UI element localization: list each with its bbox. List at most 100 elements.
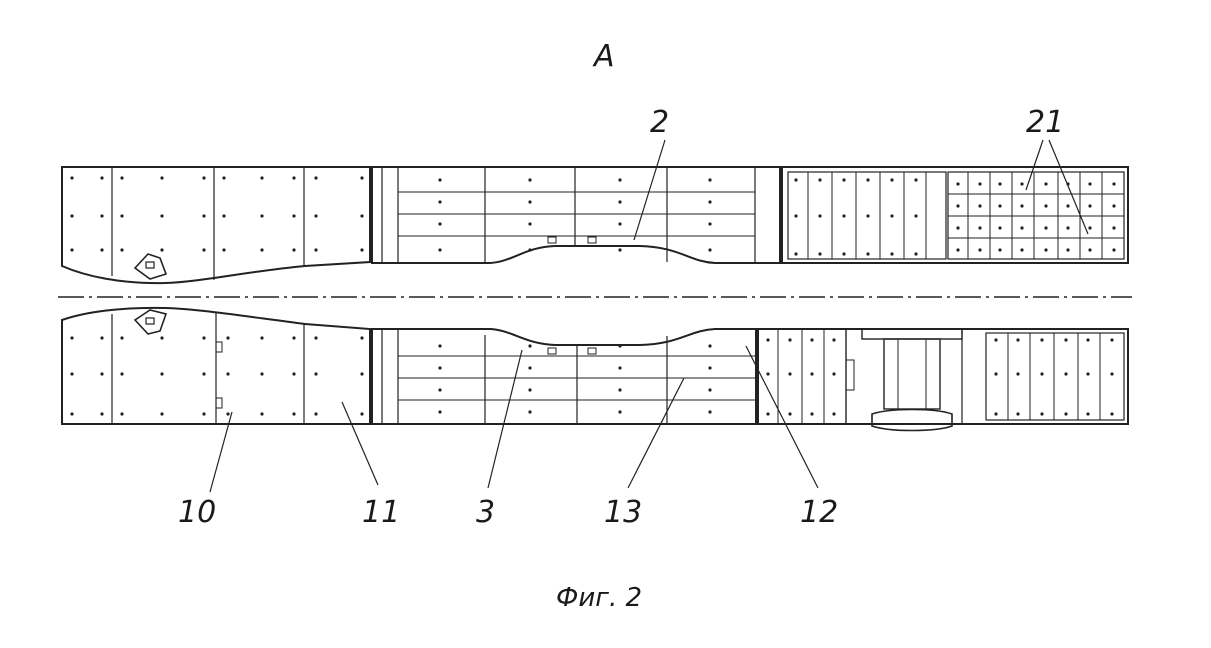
rivet-dot	[978, 226, 982, 230]
rivet-dot	[766, 338, 770, 342]
rivet-dot	[226, 412, 230, 416]
rivet-dot	[794, 178, 798, 182]
rivet-dot	[818, 178, 822, 182]
rivet-dot	[70, 412, 74, 416]
rivet-dot	[1088, 204, 1092, 208]
rivet-dot	[618, 410, 622, 414]
rivet-dot	[438, 222, 442, 226]
rivet-dot	[528, 366, 532, 370]
rivet-dot	[994, 338, 998, 342]
rivet-dot	[120, 214, 124, 218]
rivet-dot	[70, 248, 74, 252]
rivet-dot	[314, 336, 318, 340]
top-bracket	[547, 236, 557, 244]
rivet-dot	[998, 204, 1002, 208]
bogie-base	[871, 408, 953, 432]
bottom-right-section	[757, 328, 1129, 425]
callout-10: 10	[178, 495, 216, 530]
rivet-dot	[314, 176, 318, 180]
rivet-dot	[998, 248, 1002, 252]
bogie-top-plate	[861, 328, 963, 340]
top-middle-section	[371, 166, 781, 264]
rivet-dot	[1112, 182, 1116, 186]
rivet-dot	[1110, 412, 1114, 416]
rivet-dot	[292, 248, 296, 252]
rivet-dot	[70, 372, 74, 376]
rivet-dot	[794, 252, 798, 256]
rivet-dot	[438, 388, 442, 392]
rivet-dot	[160, 176, 164, 180]
rivet-dot	[1110, 372, 1114, 376]
rivet-dot	[618, 344, 622, 348]
rivet-dot	[1110, 338, 1114, 342]
rivet-dot	[708, 248, 712, 252]
rivet-dot	[438, 366, 442, 370]
top-end-section	[61, 166, 371, 285]
rivet-dot	[788, 412, 792, 416]
rivet-dot	[292, 214, 296, 218]
rivet-dot	[314, 372, 318, 376]
rivet-dot	[528, 178, 532, 182]
callout-11: 11	[362, 495, 400, 530]
rivet-dot	[528, 344, 532, 348]
rivet-dot	[1066, 204, 1070, 208]
bottom-body	[61, 306, 1129, 432]
leader-line-12	[745, 345, 819, 489]
bottom-panel-group	[985, 332, 1125, 421]
rivet-dot	[202, 336, 206, 340]
rivet-dot	[1088, 226, 1092, 230]
rivet-dots	[70, 176, 1116, 416]
rivet-dot	[1112, 248, 1116, 252]
leader-line-21b	[1048, 139, 1089, 235]
rivet-dot	[914, 252, 918, 256]
rivet-dot	[1066, 248, 1070, 252]
top-body	[61, 166, 1129, 285]
rivet-dot	[314, 214, 318, 218]
callout-12: 12	[800, 495, 838, 530]
rivet-dot	[956, 226, 960, 230]
rivet-dot	[1040, 412, 1044, 416]
bottom-hitch-slot	[145, 317, 155, 325]
rivet-dot	[890, 252, 894, 256]
leader-line-11	[341, 401, 379, 486]
rivet-dot	[260, 412, 264, 416]
top-right-section	[781, 166, 1129, 264]
rivet-dot	[1040, 372, 1044, 376]
leader-line-10	[209, 411, 233, 493]
rivet-dot	[226, 336, 230, 340]
rivet-dot	[120, 248, 124, 252]
rivet-dot	[832, 372, 836, 376]
rivet-dot	[766, 412, 770, 416]
rivet-dot	[1088, 182, 1092, 186]
rivet-dot	[708, 200, 712, 204]
rivet-dot	[100, 412, 104, 416]
rivet-dot	[998, 226, 1002, 230]
rivet-dot	[202, 176, 206, 180]
rivet-dot	[260, 372, 264, 376]
rivet-dot	[914, 178, 918, 182]
rivet-dot	[890, 214, 894, 218]
rivet-dot	[708, 344, 712, 348]
rivet-dot	[1020, 204, 1024, 208]
rivet-dot	[314, 248, 318, 252]
rivet-dot	[1088, 248, 1092, 252]
rivet-dot	[70, 176, 74, 180]
rivet-dot	[202, 248, 206, 252]
rivet-dot	[222, 214, 226, 218]
leader-lines	[209, 139, 1089, 493]
rivet-dot	[810, 372, 814, 376]
rivet-dot	[260, 214, 264, 218]
rivet-dot	[438, 344, 442, 348]
rivet-dot	[202, 412, 206, 416]
rivet-dot	[708, 222, 712, 226]
rivet-dot	[70, 336, 74, 340]
rivet-dot	[866, 252, 870, 256]
rivet-dot	[100, 176, 104, 180]
rivet-dot	[956, 182, 960, 186]
rivet-dot	[890, 178, 894, 182]
rivet-dot	[1016, 338, 1020, 342]
rivet-dot	[842, 178, 846, 182]
rivet-dot	[998, 182, 1002, 186]
rivet-dot	[260, 176, 264, 180]
